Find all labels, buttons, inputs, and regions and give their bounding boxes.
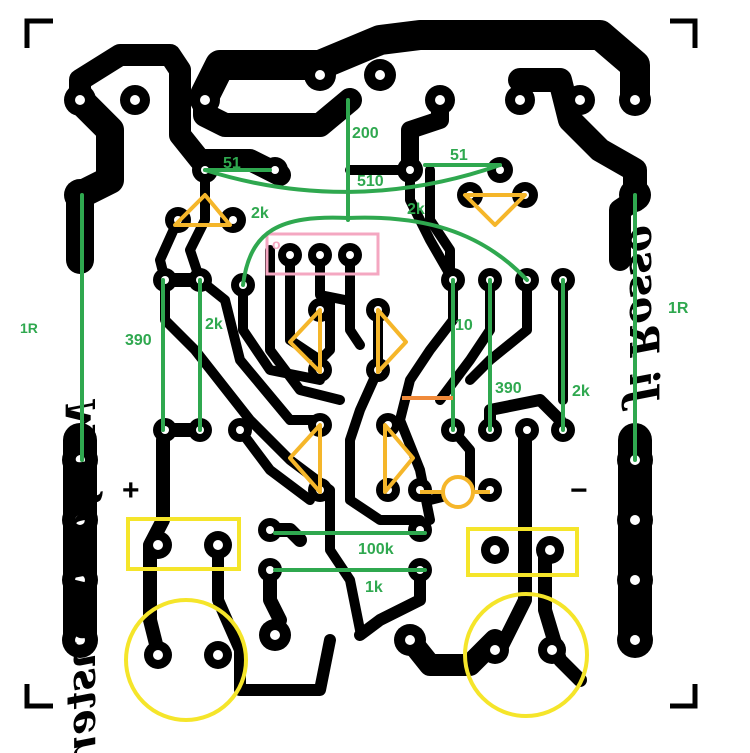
minus-sign: − bbox=[570, 474, 588, 507]
label-510: 510 bbox=[357, 173, 384, 190]
jumper-wires bbox=[80, 98, 637, 572]
screw-terminal-icon bbox=[124, 517, 589, 722]
label-1r-left: 1R bbox=[20, 320, 38, 336]
ic-socket-outline bbox=[265, 232, 380, 276]
mirrored-label-right: Ji Rosso bbox=[620, 225, 667, 412]
label-10: 10 bbox=[455, 317, 473, 334]
triangle-diode-icon bbox=[173, 193, 527, 494]
label-2k-a: 2k bbox=[251, 205, 269, 222]
plus-sign: + bbox=[122, 474, 140, 507]
label-51-right: 51 bbox=[450, 147, 468, 164]
label-51-left: 51 bbox=[223, 155, 241, 172]
author-text: Ji Rosso bbox=[620, 225, 667, 412]
capacitor-icon bbox=[420, 475, 490, 509]
corner-crop-mark-icon bbox=[24, 18, 698, 709]
label-2k-d: 2k bbox=[572, 383, 590, 400]
label-2k-c: 2k bbox=[205, 316, 223, 333]
label-200: 200 bbox=[352, 125, 379, 142]
ic-pin1-marker: o bbox=[272, 236, 281, 252]
label-390-left: 390 bbox=[125, 332, 152, 349]
component-labels: 200 510 51 51 2k 2k 2k 2k 390 390 10 100… bbox=[20, 125, 689, 596]
label-100k: 100k bbox=[358, 541, 394, 558]
label-1k: 1k bbox=[365, 579, 383, 596]
label-1r-right: 1R bbox=[668, 300, 689, 317]
label-390-right: 390 bbox=[495, 380, 522, 397]
label-2k-b: 2k bbox=[407, 201, 425, 218]
